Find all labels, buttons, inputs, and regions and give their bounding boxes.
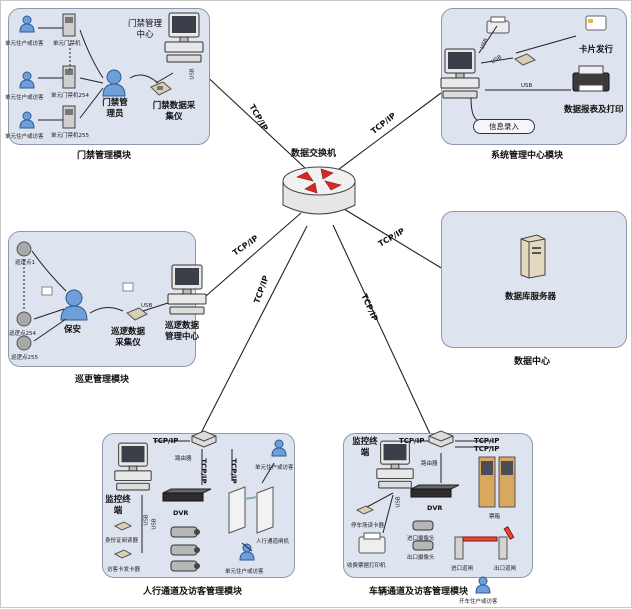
resident-icon-1	[19, 15, 35, 33]
barrier-in-label: 进口道闸	[451, 566, 474, 572]
patrol-point-254: 巡逻点254	[9, 331, 36, 337]
kiosk-label: 票箱	[489, 514, 501, 520]
patrol-usb-label: USB	[141, 303, 153, 309]
turnstile-icon	[228, 486, 274, 534]
server-icon	[520, 234, 546, 279]
link-vehicle	[332, 224, 432, 437]
access-admin-label: 门禁管理员	[102, 98, 128, 119]
computer-icon-system	[440, 48, 480, 99]
collector-icon	[150, 81, 172, 96]
id-reader-label: 身份证阅读器	[105, 538, 139, 544]
card-writer-icon	[113, 549, 133, 559]
access-center-label: 门禁管理中心	[127, 19, 162, 40]
door-unit-icon-2	[62, 65, 76, 89]
resident-label-2: 单元住户或访客	[5, 95, 44, 101]
door-unit-icon-1	[62, 13, 76, 37]
id-reader-icon	[113, 521, 133, 531]
data-center-panel	[441, 211, 627, 348]
link-system	[322, 92, 442, 182]
patrol-panel-title: 巡更管理模块	[75, 375, 130, 385]
pedestrian-router-label: 路由器	[175, 456, 192, 462]
driver-icon	[475, 576, 491, 594]
computer-icon-vehicle	[376, 440, 414, 489]
card-reader-icon	[514, 53, 536, 66]
visitor-icon-top	[271, 439, 287, 457]
door-unit-icon-3	[62, 105, 76, 129]
router-icon-vehicle	[428, 430, 454, 448]
camera-icons-pedestrian	[170, 526, 200, 572]
card-icon	[585, 15, 607, 31]
resident-icon-2	[19, 71, 35, 89]
patrol-collector-label: 巡逻数据采集仪	[110, 327, 145, 348]
pedestrian-gate-label: 人行通道闸机	[256, 539, 290, 545]
switch-router-icon	[282, 166, 356, 215]
parking-reader-icon	[355, 505, 375, 515]
cam-out-label: 出口摄像头	[407, 555, 435, 561]
card-printer-icon	[486, 16, 510, 34]
patrol-point-1: 巡逻点1	[15, 260, 35, 266]
switch-label: 数据交换机	[291, 149, 337, 159]
database-server-label: 数据库服务器	[505, 292, 557, 302]
patrol-point-icons	[16, 241, 169, 351]
link-patrol	[205, 212, 302, 297]
patrol-collector-icon	[126, 307, 148, 321]
door-label-3: 单元门禁机255	[51, 133, 89, 139]
printer-icon	[572, 65, 610, 92]
vehicle-dvr-label: DVR	[427, 504, 443, 512]
pedestrian-panel-title: 人行通道及访客管理模块	[143, 587, 243, 597]
vehicle-links	[366, 440, 493, 534]
system-panel-title: 系统管理中心模块	[491, 151, 564, 161]
pedestrian-dvr-label: DVR	[173, 509, 189, 517]
cam-in-label: 进口摄像头	[407, 536, 435, 542]
dvr-icon-vehicle	[410, 484, 460, 498]
vehicle-router-label: 路由器	[421, 461, 438, 467]
patrol-panel	[8, 231, 196, 367]
pedestrian-monitor-label: 监控终端	[105, 495, 131, 516]
computer-icon-pedestrian	[114, 442, 152, 491]
admin-person-icon	[102, 69, 126, 97]
router-icon-pedestrian	[191, 430, 217, 448]
data-center-title: 数据中心	[514, 357, 551, 367]
vehicle-tcp-3: TCP/IP	[474, 445, 500, 453]
computer-icon	[164, 12, 204, 63]
system-links	[470, 25, 577, 121]
guard-person-icon	[60, 289, 88, 321]
patrol-point-255: 巡逻点255	[11, 355, 38, 361]
info-entry-button[interactable]: 信息录入	[473, 119, 535, 134]
receipt-printer-icon	[358, 532, 386, 554]
camera-icons-vehicle	[412, 520, 434, 551]
card-issue-label: 卡片发行	[579, 45, 614, 55]
dvr-icon-pedestrian	[162, 488, 212, 502]
access-panel-title: 门禁管理模块	[77, 151, 132, 161]
pedestrian-owner-label: 单元住户或访客	[255, 465, 294, 471]
computer-icon-patrol	[167, 264, 207, 315]
guard-label: 保安	[64, 325, 82, 335]
card-writer-label: 访客卡发卡器	[107, 567, 141, 573]
access-collector-label: 门禁数据采集仪	[152, 101, 196, 122]
resident-label-1: 单元住户或访客	[5, 41, 44, 47]
receipt-printer-label: 收费票据打印机	[347, 563, 386, 569]
link-pedestrian	[200, 225, 308, 434]
driver-label: 开车住户或访客	[459, 599, 498, 605]
link-access	[200, 70, 320, 182]
patrol-center-label: 巡逻数据管理中心	[164, 321, 199, 342]
barrier-out-label: 出口道闸	[494, 566, 517, 572]
resident-icon-3	[19, 111, 35, 129]
barrier-gate-icons	[454, 526, 515, 560]
system-usb-3: USB	[521, 83, 533, 89]
vehicle-tcp-1: TCP/IP	[399, 437, 425, 445]
vehicle-panel-title: 车辆通道及访客管理模块	[369, 587, 469, 597]
access-arrows	[38, 27, 174, 121]
parking-reader-label: 停车场读卡器	[351, 523, 385, 529]
pedestrian-visitor-label: 单元住户或访客	[225, 569, 264, 575]
report-print-label: 数据报表及打印	[564, 105, 624, 115]
vehicle-monitor-label: 监控终端	[352, 437, 378, 458]
door-label-2: 单元门禁机254	[51, 93, 89, 99]
pedestrian-links	[141, 440, 275, 553]
kiosk-icons	[478, 456, 516, 508]
resident-label-3: 单元住户或访客	[5, 134, 44, 140]
door-label-1: 单元门禁机	[53, 41, 81, 47]
